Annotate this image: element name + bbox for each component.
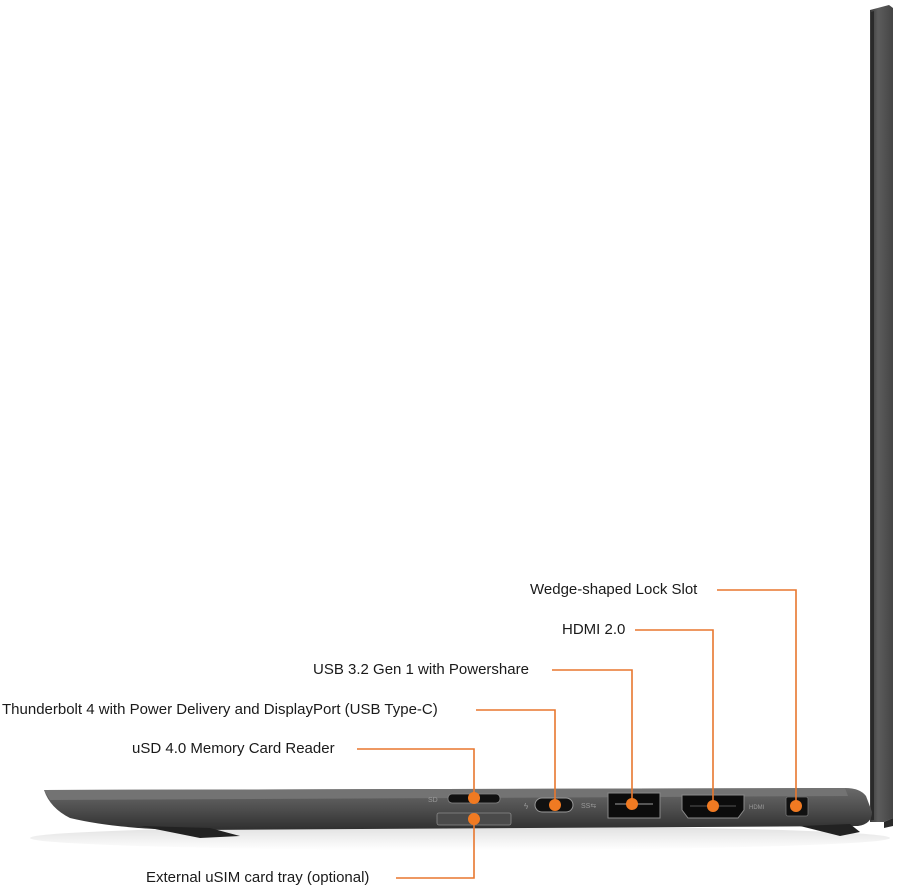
laptop-lid — [870, 5, 893, 828]
callout-label-usim-tray: External uSIM card tray (optional) — [146, 869, 370, 886]
callout-label-usb-a: USB 3.2 Gen 1 with Powershare — [313, 661, 529, 678]
dot-usd — [468, 792, 480, 804]
svg-text:ϟ: ϟ — [524, 802, 529, 811]
dot-lock — [790, 800, 802, 812]
dot-usba — [626, 798, 638, 810]
leader-lock — [717, 589, 797, 806]
callout-label-usd-reader: uSD 4.0 Memory Card Reader — [132, 740, 335, 757]
callout-label-hdmi: HDMI 2.0 — [562, 621, 626, 638]
svg-text:SS⇆: SS⇆ — [581, 803, 596, 810]
dot-hdmi — [707, 800, 719, 812]
leader-tb4 — [476, 709, 556, 805]
callout-label-thunderbolt: Thunderbolt 4 with Power Delivery and Di… — [2, 701, 438, 718]
svg-text:HDMI: HDMI — [749, 805, 765, 811]
leader-usd — [357, 748, 475, 798]
laptop-base — [44, 788, 872, 838]
callout-label-lock-slot: Wedge-shaped Lock Slot — [530, 581, 698, 598]
leader-usim — [396, 819, 475, 879]
callout-lines — [357, 589, 797, 879]
svg-text:SD: SD — [428, 797, 438, 804]
callout-dots — [468, 792, 802, 825]
dot-tb4 — [549, 799, 561, 811]
dot-usim — [468, 813, 480, 825]
floor-shadow — [30, 826, 890, 850]
leader-usba — [552, 669, 633, 805]
leader-hdmi — [635, 629, 714, 806]
